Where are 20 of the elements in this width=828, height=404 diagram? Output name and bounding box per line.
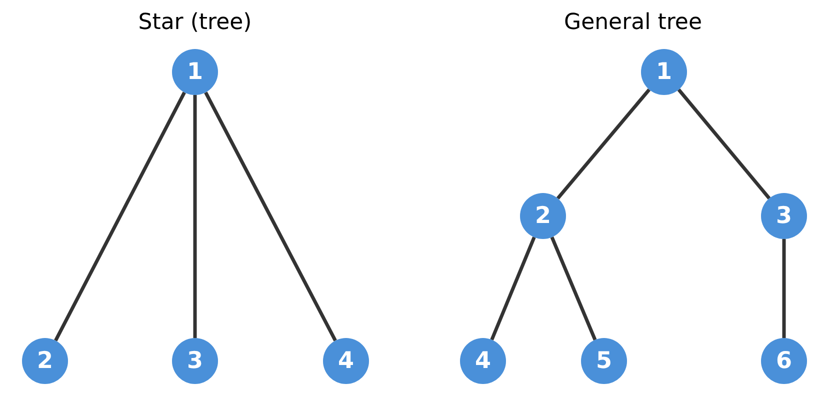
- tree-edge: [556, 88, 651, 200]
- panel-title: General tree: [564, 10, 702, 35]
- node-circle: 2: [22, 338, 68, 384]
- node-circle: 2: [520, 193, 566, 239]
- tree-edge: [782, 239, 786, 338]
- panel-title: Star (tree): [138, 10, 252, 35]
- node-circle: 4: [460, 338, 506, 384]
- tree-edge: [550, 236, 597, 340]
- tree-edge: [193, 95, 197, 338]
- node-circle: 1: [641, 49, 687, 95]
- tree-edge: [204, 92, 337, 342]
- node-circle: 1: [172, 49, 218, 95]
- node-circle: 3: [761, 193, 807, 239]
- tree-edge: [54, 92, 186, 342]
- node-circle: 3: [172, 338, 218, 384]
- node-circle: 5: [581, 338, 627, 384]
- node-circle: 4: [323, 338, 369, 384]
- tree-edge: [490, 236, 536, 340]
- tree-edge: [677, 88, 771, 200]
- node-circle: 6: [761, 338, 807, 384]
